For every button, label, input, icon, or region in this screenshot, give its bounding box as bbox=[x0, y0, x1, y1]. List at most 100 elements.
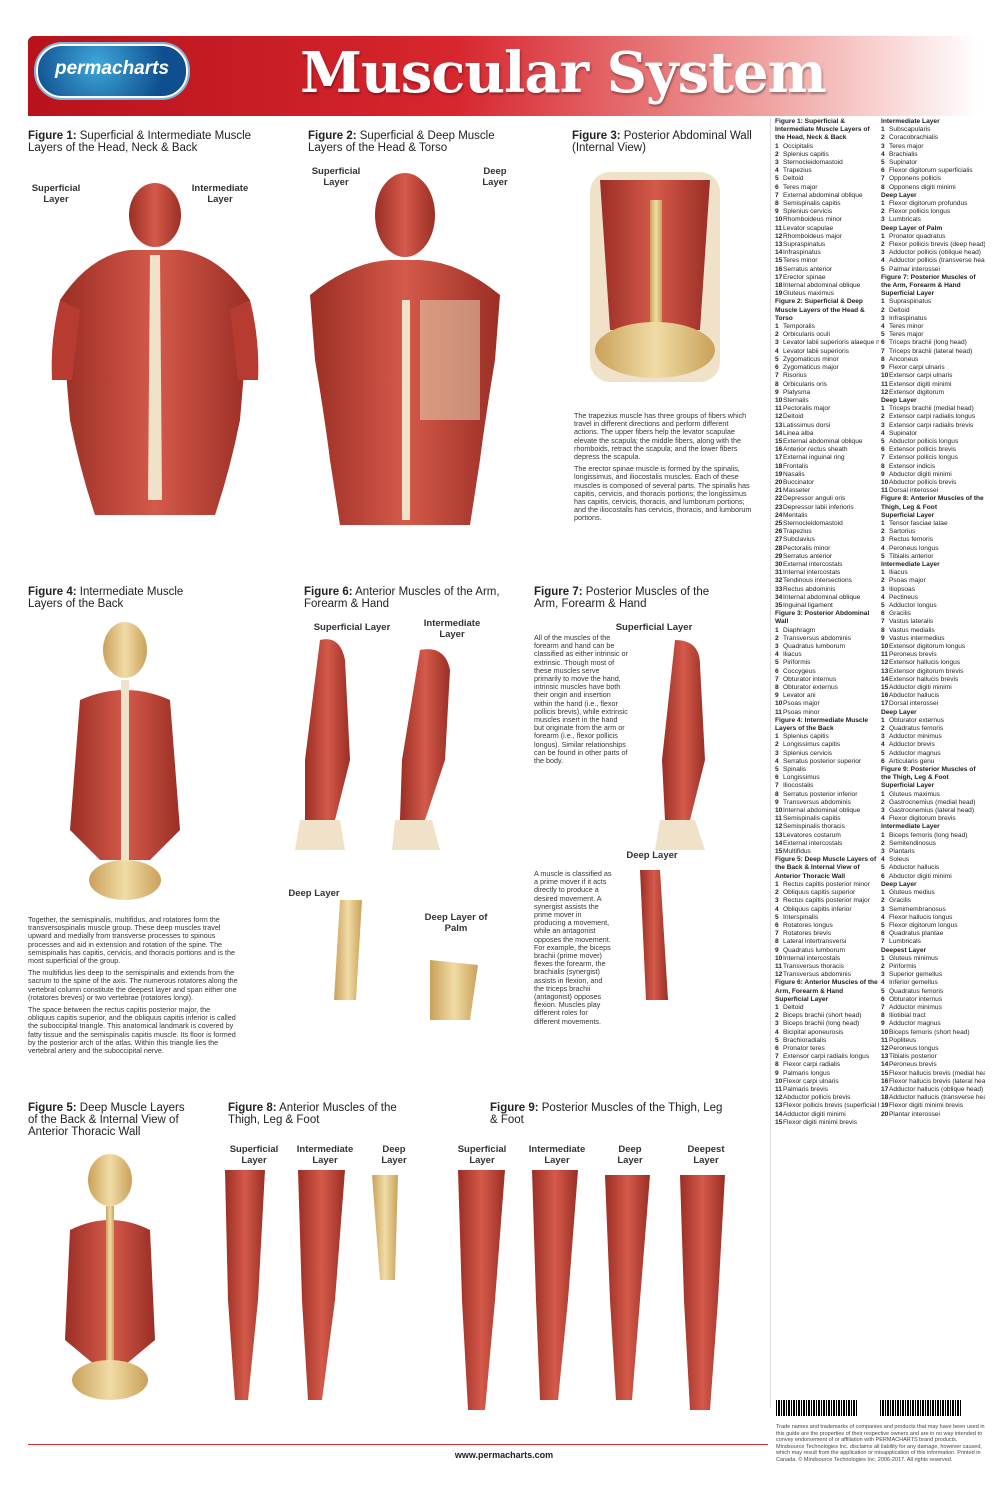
legend-item-number: 18 bbox=[775, 282, 783, 290]
legend-item-label: Extensor hallucis longus bbox=[889, 659, 961, 667]
legend-item-label: Inferior gemellus bbox=[889, 979, 938, 987]
legend-item: 25Sternocleidomastoid bbox=[775, 520, 879, 528]
legend-item-number: 30 bbox=[775, 560, 783, 568]
legend-item: 12Abductor pollicis brevis bbox=[775, 1094, 879, 1102]
legend-item-label: Abductor hallucis bbox=[889, 864, 940, 872]
legend-item-number: 12 bbox=[775, 971, 783, 979]
legend-item-label: Iliacus bbox=[783, 651, 802, 659]
legend-item-label: Gracilis bbox=[889, 897, 911, 905]
legend-item: 31Internal intercostals bbox=[775, 569, 879, 577]
legend-item-label: Peroneus longus bbox=[889, 544, 939, 552]
legend-item: 11Psoas minor bbox=[775, 709, 879, 717]
legend-subheading: Superficial Layer bbox=[775, 995, 829, 1003]
legend-item-label: External abdominal oblique bbox=[783, 191, 863, 199]
legend-item-number: 14 bbox=[775, 839, 783, 847]
legend-item-label: Extensor pollicis brevis bbox=[889, 446, 957, 454]
legend-item: 12Extensor hallucis longus bbox=[881, 659, 985, 667]
legend-item-label: Peroneus longus bbox=[889, 1044, 939, 1052]
legend-item-label: Psoas minor bbox=[783, 708, 820, 716]
figure-4-notes: Together, the semispinalis, multifidus, … bbox=[28, 915, 238, 1059]
legend-item-label: Depressor anguli oris bbox=[783, 495, 846, 503]
legend-item-label: Adductor digiti minimi bbox=[783, 1110, 846, 1118]
legend-item-label: Supraspinatus bbox=[783, 241, 826, 249]
legend-item-number: 11 bbox=[775, 405, 782, 413]
figure-6-superficial-label: Superficial Layer bbox=[313, 622, 391, 633]
legend-item-number: 2 bbox=[775, 331, 779, 339]
legend-item-label: Extensor carpi radialis longus bbox=[889, 413, 976, 421]
legend-item-label: Extensor carpi radialis brevis bbox=[889, 421, 974, 429]
figure-7-label: Figure 7: bbox=[534, 586, 583, 598]
legend-item-label: Adductor magnus bbox=[889, 749, 941, 757]
legend-heading: Figure 9: Posterior Muscles of the Thigh… bbox=[881, 766, 976, 782]
legend-item-number: 10 bbox=[775, 1077, 783, 1085]
legend-item-label: Infraspinatus bbox=[889, 314, 927, 322]
legend-item-label: Flexor digitorum profundus bbox=[889, 200, 968, 208]
legend-item-number: 19 bbox=[881, 1102, 889, 1110]
figure-6-deep-label: Deep Layer bbox=[288, 888, 340, 899]
legend-item-number: 7 bbox=[881, 347, 885, 355]
legend-item-number: 3 bbox=[881, 905, 885, 913]
legend-item-label: Lumbricals bbox=[889, 938, 921, 946]
legend-item-label: Piriformis bbox=[783, 659, 811, 667]
legend-item-number: 4 bbox=[881, 323, 885, 331]
legend-item-number: 6 bbox=[881, 872, 885, 880]
legend-item-number: 1 bbox=[881, 126, 885, 134]
legend-item-label: Extensor digitorum brevis bbox=[889, 667, 964, 675]
figure-2-illustration bbox=[310, 173, 500, 525]
legend-item-label: Teres major bbox=[889, 142, 924, 150]
legend-item-label: Teres minor bbox=[783, 257, 818, 265]
legend-item-label: Orbicularis oris bbox=[783, 380, 827, 388]
legend-item-label: Extensor carpi ulnaris bbox=[889, 372, 953, 380]
legend-item-label: Bicipital aponeurosis bbox=[783, 1028, 844, 1036]
legend-item-number: 14 bbox=[881, 1061, 889, 1069]
legend-item-number: 10 bbox=[775, 700, 783, 708]
legend-item-number: 8 bbox=[775, 938, 779, 946]
legend-item-label: Quadratus lumborum bbox=[783, 946, 845, 954]
legend-item: 17External inguinal ring bbox=[775, 454, 879, 462]
legend-item-number: 8 bbox=[775, 200, 779, 208]
figure-4-label: Figure 4: bbox=[28, 586, 77, 598]
legend-item-number: 10 bbox=[775, 954, 783, 962]
legend-item-number: 9 bbox=[775, 1069, 779, 1077]
legend-item: 10Extensor digitorum longus bbox=[881, 643, 985, 651]
legend-item: 13Tibialis posterior bbox=[881, 1053, 985, 1061]
legend-item: 17Dorsal interossei bbox=[881, 700, 985, 708]
note-transversospinalis: Together, the semispinalis, multifidus, … bbox=[28, 915, 235, 966]
legend-item-label: Teres major bbox=[889, 331, 924, 339]
legend-item: 10Internal abdominal oblique bbox=[775, 807, 879, 815]
legend-heading: Figure 1: Superficial & Intermediate Mus… bbox=[775, 118, 870, 142]
legend-item: 30External intercostals bbox=[775, 561, 879, 569]
legend-item-label: Masseter bbox=[783, 487, 811, 495]
brand-logo[interactable]: permacharts bbox=[36, 44, 188, 98]
footer-url[interactable]: www.permacharts.com bbox=[454, 1450, 554, 1460]
legend-item-label: Psoas major bbox=[889, 577, 926, 585]
legend-item-label: Palmaris brevis bbox=[783, 1085, 829, 1093]
legend-item: 19Nasalis bbox=[775, 471, 879, 479]
legend-item-number: 5 bbox=[881, 265, 885, 273]
legend-item-label: Brachioradialis bbox=[783, 1036, 827, 1044]
legend-item: 20Buccinator bbox=[775, 479, 879, 487]
